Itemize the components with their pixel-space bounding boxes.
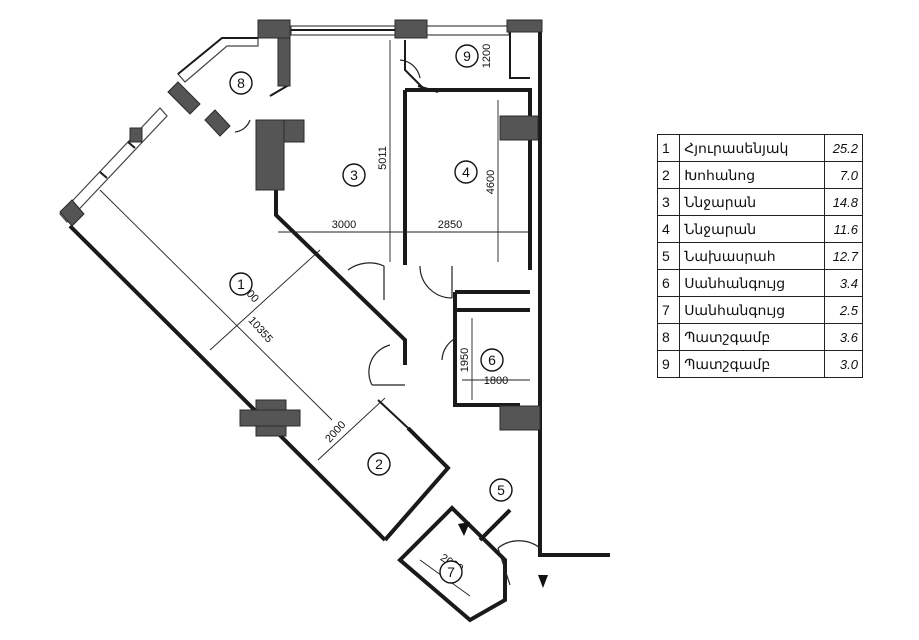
legend-room-name: Խոհանոց — [679, 161, 825, 189]
legend-area: 7.0 — [823, 161, 864, 189]
legend-row: 9 Պատշգամբ 3.0 — [656, 350, 864, 378]
legend-row: 3 Ննջարան 14.8 — [656, 188, 864, 216]
legend-room-name: Նախասրահ — [679, 242, 825, 270]
svg-text:1: 1 — [237, 276, 245, 292]
legend-number: 7 — [656, 296, 681, 324]
legend-number: 8 — [656, 323, 681, 351]
room-marker-6: 6 — [480, 348, 504, 372]
legend-room-name: Սանհանգույց — [679, 269, 825, 297]
legend-room-name: Սանհանգույց — [679, 296, 825, 324]
legend-area: 11.6 — [823, 215, 864, 243]
pillars — [59, 19, 543, 437]
dimension-1200: 1200 — [481, 44, 493, 68]
legend-row: 6 Սանհանգույց 3.4 — [656, 269, 864, 297]
svg-text:9: 9 — [463, 48, 471, 64]
dimension-2000: 2000 — [323, 419, 348, 445]
dimension-4600: 4600 — [485, 170, 497, 194]
legend-area: 3.4 — [823, 269, 864, 297]
dimension-1800: 1800 — [484, 375, 508, 387]
svg-text:7: 7 — [447, 564, 455, 580]
legend-area: 25.2 — [823, 134, 864, 162]
svg-text:2: 2 — [375, 456, 383, 472]
legend-number: 6 — [656, 269, 681, 297]
svg-text:5: 5 — [497, 482, 505, 498]
dimension-10355: 10355 — [246, 315, 275, 346]
walls — [68, 25, 610, 623]
legend-row: 4 Ննջարան 11.6 — [656, 215, 864, 243]
svg-text:3: 3 — [350, 167, 358, 183]
legend-number: 3 — [656, 188, 681, 216]
legend-row: 7 Սանհանգույց 2.5 — [656, 296, 864, 324]
dimension-3000: 3000 — [332, 219, 356, 231]
legend-area: 3.0 — [823, 350, 864, 378]
dimension-lines — [99, 40, 530, 597]
room-marker-2: 2 — [367, 452, 391, 476]
room-marker-7: 7 — [439, 560, 463, 584]
legend-number: 1 — [656, 134, 681, 162]
room-marker-4: 4 — [454, 160, 478, 184]
legend-room-name: Հյուրասենյակ — [679, 134, 825, 162]
room-marker-9: 9 — [455, 44, 479, 68]
legend-number: 4 — [656, 215, 681, 243]
legend-room-name: Ննջարան — [679, 215, 825, 243]
legend-number: 2 — [656, 161, 681, 189]
legend-row: 8 Պատշգամբ 3.6 — [656, 323, 864, 351]
svg-text:6: 6 — [488, 352, 496, 368]
dimension-2850: 2850 — [438, 219, 462, 231]
legend-row: 5 Նախասրահ 12.7 — [656, 242, 864, 270]
legend-area: 3.6 — [823, 323, 864, 351]
room-legend-table: 1 Հյուրասենյակ 25.2 2 Խոհանոց 7.0 3 Ննջա… — [656, 134, 864, 378]
legend-room-name: Ննջարան — [679, 188, 825, 216]
legend-area: 14.8 — [823, 188, 864, 216]
room-marker-3: 3 — [342, 163, 366, 187]
legend-number: 9 — [656, 350, 681, 378]
legend-number: 5 — [656, 242, 681, 270]
legend-area: 2.5 — [823, 296, 864, 324]
svg-text:4: 4 — [462, 164, 470, 180]
dimension-1950: 1950 — [459, 348, 471, 372]
room-marker-5: 5 — [489, 478, 513, 502]
room-marker-8: 8 — [229, 71, 253, 95]
legend-area: 12.7 — [823, 242, 864, 270]
legend-room-name: Պատշգամբ — [679, 323, 825, 351]
door-swings — [234, 59, 548, 588]
legend-room-name: Պատշգամբ — [679, 350, 825, 378]
svg-text:8: 8 — [237, 75, 245, 91]
dimension-5011: 5011 — [377, 146, 389, 170]
room-marker-1: 1 — [229, 272, 253, 296]
legend-row: 2 Խոհանոց 7.0 — [656, 161, 864, 189]
legend-row: 1 Հյուրասենյակ 25.2 — [656, 134, 864, 162]
